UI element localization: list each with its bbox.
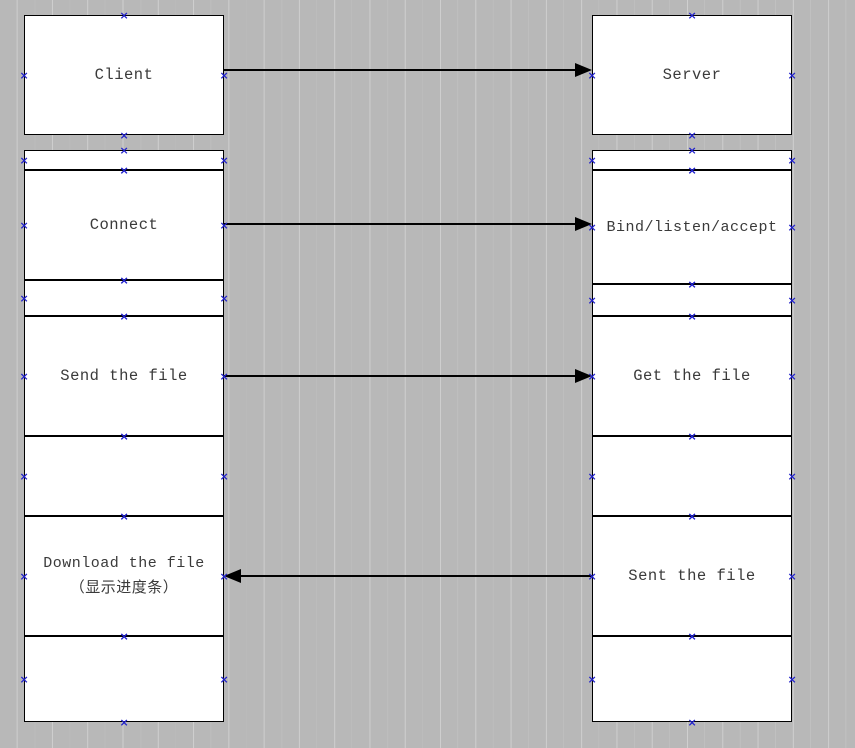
server-bind-box[interactable]: Bind/listen/accept: [592, 170, 792, 284]
client-download-box[interactable]: Download the file（显示进度条）: [24, 516, 224, 636]
arrow-sent-to-download-shaft: [240, 575, 592, 577]
arrow-sent-to-download[interactable]: [224, 569, 592, 583]
client-title-box-label: Client: [94, 66, 154, 84]
arrow-connect-to-bind[interactable]: [224, 217, 592, 231]
arrow-send-to-get-arrowhead-icon: [575, 369, 592, 383]
server-spacer-3[interactable]: [592, 436, 792, 516]
server-sent-box[interactable]: Sent the file: [592, 516, 792, 636]
arrow-send-to-get[interactable]: [224, 369, 592, 383]
arrow-sent-to-download-arrowhead-icon: [224, 569, 241, 583]
server-get-box-label: Get the file: [633, 367, 751, 385]
client-send-box[interactable]: Send the file: [24, 316, 224, 436]
server-get-box[interactable]: Get the file: [592, 316, 792, 436]
client-connect-box[interactable]: Connect: [24, 170, 224, 280]
server-spacer-4[interactable]: [592, 636, 792, 722]
arrow-client-to-server[interactable]: [224, 63, 592, 77]
server-spacer-2[interactable]: [592, 284, 792, 316]
client-spacer-4[interactable]: [24, 636, 224, 722]
client-title-box[interactable]: Client: [24, 15, 224, 135]
client-spacer-2[interactable]: [24, 280, 224, 316]
server-title-box[interactable]: Server: [592, 15, 792, 135]
arrow-client-to-server-shaft: [224, 69, 576, 71]
client-download-box-label: Download the file（显示进度条）: [43, 555, 205, 597]
arrow-connect-to-bind-arrowhead-icon: [575, 217, 592, 231]
server-title-box-label: Server: [662, 66, 722, 84]
client-connect-box-label: Connect: [89, 216, 159, 234]
server-bind-box-label: Bind/listen/accept: [606, 218, 778, 236]
server-sent-box-label: Sent the file: [628, 567, 756, 585]
arrow-send-to-get-shaft: [224, 375, 576, 377]
arrow-connect-to-bind-shaft: [224, 223, 576, 225]
server-spacer-1[interactable]: [592, 150, 792, 170]
client-send-box-label: Send the file: [60, 367, 188, 385]
client-spacer-3[interactable]: [24, 436, 224, 516]
arrow-client-to-server-arrowhead-icon: [575, 63, 592, 77]
client-spacer-1[interactable]: [24, 150, 224, 170]
